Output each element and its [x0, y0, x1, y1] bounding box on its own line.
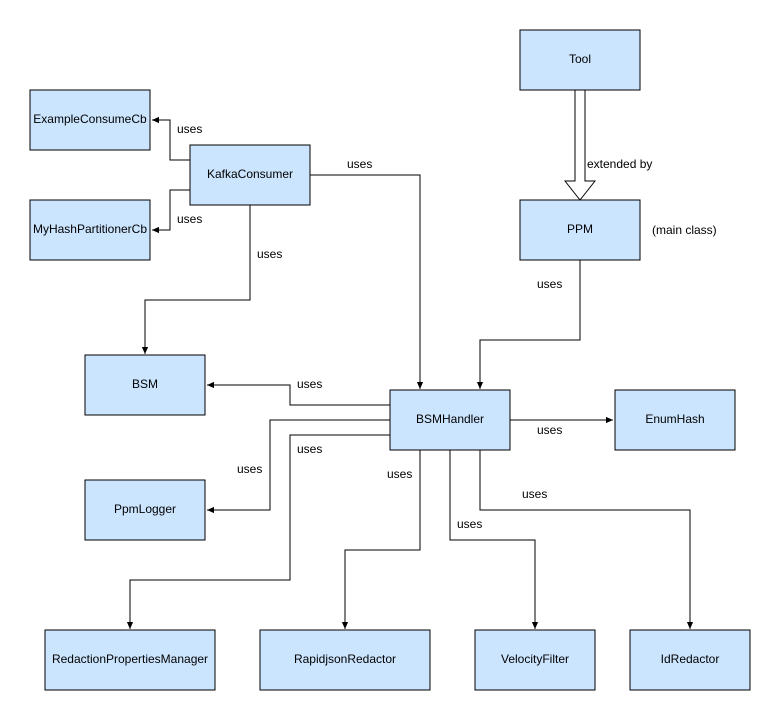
edge-label-kafka-handler: uses: [347, 157, 372, 171]
node-ppm-label: PPM: [567, 222, 593, 236]
edge-label-ppm-handler: uses: [537, 277, 562, 291]
edge-label-kafka-myhash: uses: [177, 212, 202, 226]
node-bsm-handler-label: BSMHandler: [416, 412, 484, 426]
node-kafka-consumer[interactable]: KafkaConsumer: [189, 144, 311, 206]
edge-label-handler-velocity: uses: [457, 517, 482, 531]
edge-label-handler-ppmlogger: uses: [237, 462, 262, 476]
node-enum-hash[interactable]: EnumHash: [614, 389, 736, 451]
edge-kafka-bsm: [141, 205, 251, 354]
node-example-consume-cb-label: ExampleConsumeCb: [33, 112, 147, 126]
edge-label-handler-idredactor: uses: [522, 487, 547, 501]
edge-handler-idredactor: [479, 450, 694, 629]
node-ppm-logger[interactable]: PpmLogger: [84, 479, 206, 541]
ppm-main-class-note: (main class): [652, 223, 717, 237]
edge-tool-ppm: [563, 90, 597, 201]
node-tool[interactable]: Tool: [519, 29, 641, 91]
node-id-redactor[interactable]: IdRedactor: [629, 629, 751, 691]
edge-kafka-example: [152, 116, 190, 161]
node-my-hash-partitioner-cb-label: MyHashPartitionerCb: [33, 222, 147, 236]
edge-label-kafka-bsm: uses: [257, 247, 282, 261]
edge-handler-rapidjson: [341, 450, 421, 629]
node-ppm-logger-label: PpmLogger: [114, 502, 176, 516]
node-kafka-consumer-label: KafkaConsumer: [207, 167, 293, 181]
edge-label-handler-enumhash: uses: [537, 423, 562, 437]
node-redaction-properties-manager-label: RedactionPropertiesManager: [52, 652, 208, 666]
edge-label-handler-rapidjson: uses: [387, 467, 412, 481]
edge-handler-velocity: [449, 450, 539, 629]
node-redaction-properties-manager[interactable]: RedactionPropertiesManager: [44, 629, 216, 691]
node-bsm-label: BSM: [132, 377, 158, 391]
edge-handler-redaction: [126, 434, 390, 629]
node-example-consume-cb[interactable]: ExampleConsumeCb: [29, 89, 151, 151]
node-tool-label: Tool: [569, 52, 591, 66]
node-velocity-filter-label: VelocityFilter: [501, 652, 569, 666]
edge-ppm-handler: [476, 260, 581, 389]
node-rapidjson-redactor-label: RapidjsonRedactor: [294, 652, 396, 666]
edge-handler-ppmlogger: [207, 419, 390, 514]
node-bsm-handler[interactable]: BSMHandler: [389, 389, 511, 451]
edge-kafka-myhash: [152, 189, 190, 234]
node-ppm[interactable]: PPM: [519, 199, 641, 261]
edge-handler-bsm: [207, 381, 390, 406]
edge-kafka-handler: [310, 174, 424, 389]
edge-label-kafka-example: uses: [177, 122, 202, 136]
edge-label-tool-ppm: extended by: [587, 157, 652, 171]
node-velocity-filter[interactable]: VelocityFilter: [474, 629, 596, 691]
node-rapidjson-redactor[interactable]: RapidjsonRedactor: [259, 629, 431, 691]
node-bsm[interactable]: BSM: [84, 354, 206, 416]
node-enum-hash-label: EnumHash: [645, 412, 704, 426]
edge-label-handler-redaction: uses: [297, 442, 322, 456]
edge-label-handler-bsm: uses: [297, 377, 322, 391]
node-id-redactor-label: IdRedactor: [661, 652, 720, 666]
node-my-hash-partitioner-cb[interactable]: MyHashPartitionerCb: [29, 199, 151, 261]
